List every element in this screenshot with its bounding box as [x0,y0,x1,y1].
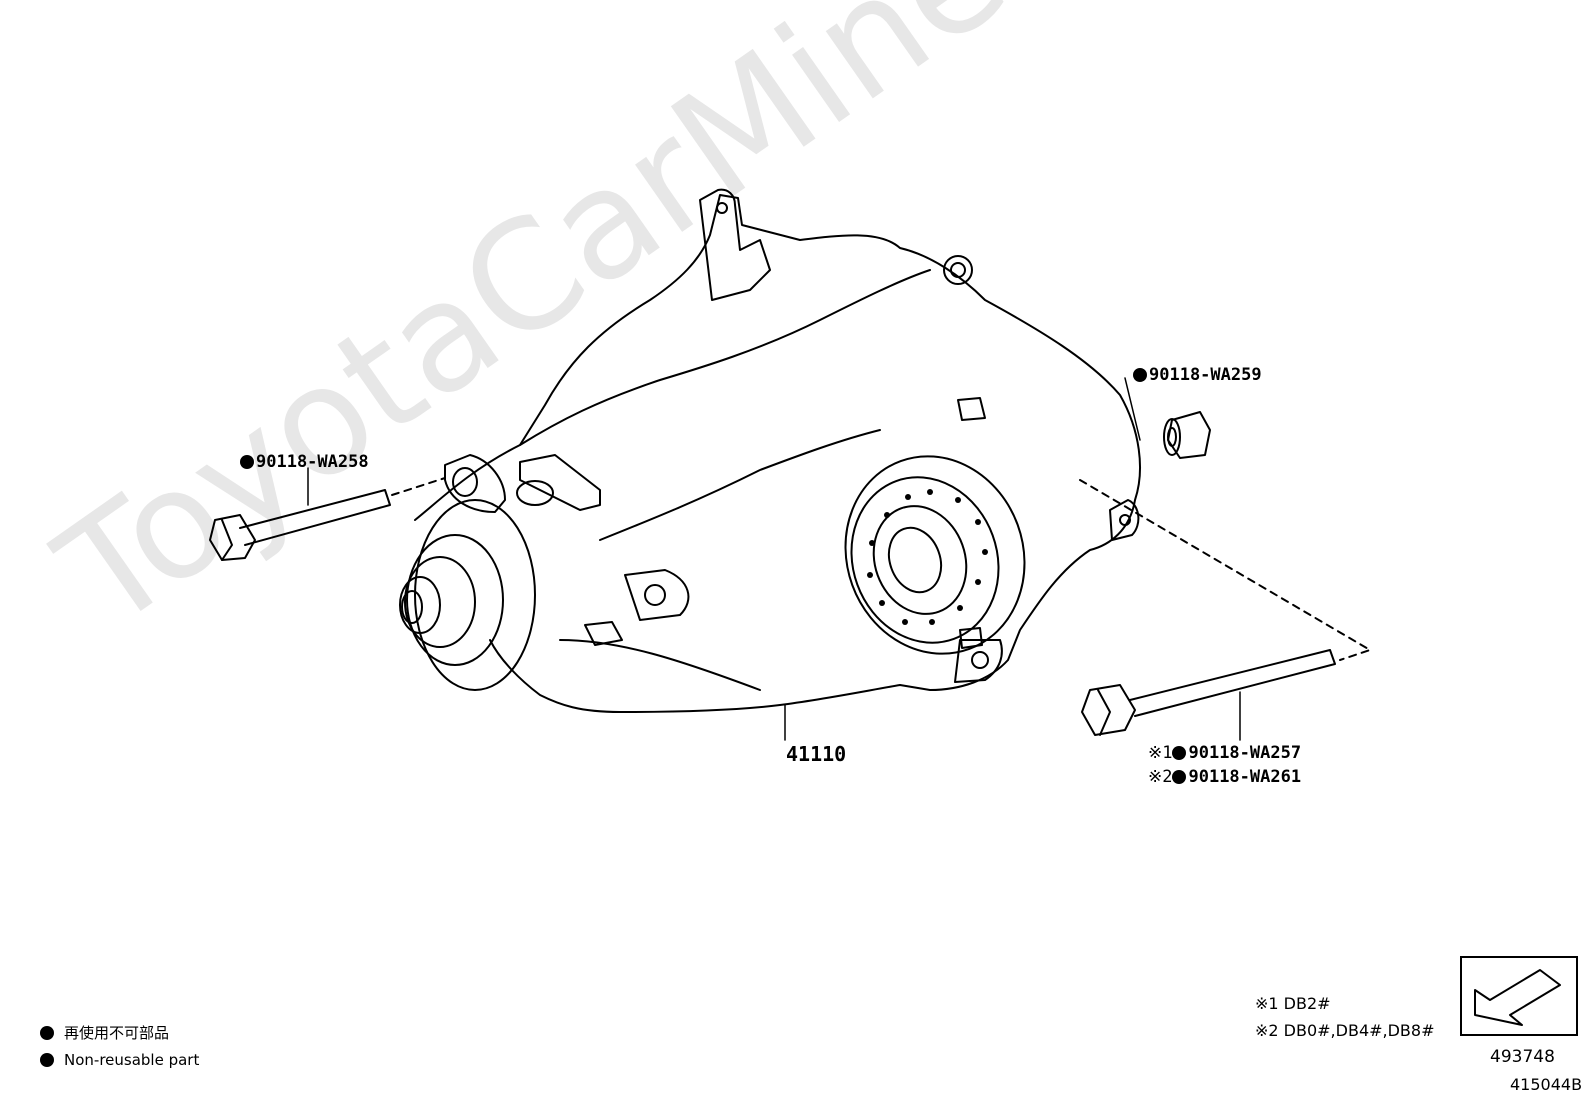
part-number: 90118-WA257 [1188,743,1302,763]
non-reusable-dot-icon [240,455,254,469]
part-label-bolt-left[interactable]: 90118-WA258 [240,452,369,472]
lower-left-mount [624,569,690,621]
housing-lower-rib [559,639,761,691]
legend-en-text: Non-reusable part [64,1051,200,1069]
top-bracket [699,188,771,301]
non-reusable-dot-icon [40,1026,54,1040]
part-label-41110[interactable]: 41110 [786,742,847,766]
non-reusable-dot-icon [40,1053,54,1067]
cast-pad-2 [584,621,623,646]
non-reusable-dot-icon [1172,746,1187,760]
pinion-flange-ring [404,556,476,648]
output-flange-mid [850,476,1000,644]
reference-number: 493748 [1490,1047,1555,1067]
non-reusable-dot-icon [1172,770,1187,784]
bolt-left-drawing [209,489,391,561]
direction-arrow-icon [1474,969,1561,1026]
cast-pad-1 [957,397,986,421]
housing-mid-rib [599,429,881,541]
left-mount-block [519,454,601,511]
bolt-right-drawing [1081,649,1336,736]
part-number: 90118-WA259 [1149,365,1262,385]
part-label-nut-right[interactable]: 90118-WA259 [1133,365,1262,385]
part-label-bolt-right-1[interactable]: ※1 90118-WA257 [1148,743,1301,763]
bolt-left-dashline [391,477,446,496]
note-mark: ※1 [1148,743,1173,763]
left-mount-hole [452,467,478,497]
breather-plug-inner [950,262,966,278]
rear-mount-hole [1119,514,1131,526]
footnote-2: ※2 DB0#,DB4#,DB8# [1255,1021,1435,1040]
left-mount-boss [516,480,554,506]
legend-ja-text: 再使用不可部品 [64,1024,170,1042]
rear-mount-ear [1109,499,1140,541]
direction-box [1460,956,1578,1036]
part-label-bolt-right-2[interactable]: ※2 90118-WA261 [1148,767,1301,787]
output-flange-outer [844,455,1026,655]
housing-outline [414,194,1141,713]
bolt-right-dashline [1079,479,1371,661]
output-flange-bore [887,526,943,594]
top-bracket-hole [716,202,728,214]
part-number: 90118-WA261 [1188,767,1302,787]
leader-nut-right [1124,377,1141,441]
legend-en: Non-reusable part [40,1051,199,1069]
legend-ja: 再使用不可部品 [40,1024,169,1042]
pinion-spline-core [401,590,423,624]
note-mark: ※2 [1148,767,1173,787]
lower-right-mount-hole [971,651,989,669]
part-number: 90118-WA258 [256,452,369,472]
non-reusable-dot-icon [1133,368,1147,382]
pinion-flange-outer [406,534,504,666]
pinion-seal-plate [414,499,536,691]
footnote-1: ※1 DB2# [1255,994,1331,1013]
figure-code: 415044B [1510,1075,1583,1094]
breather-plug [943,255,973,285]
cast-pad-3 [959,627,983,649]
flange-bolt-holes [867,489,988,625]
nut-right-drawing [1163,411,1211,459]
pinion-spline [399,576,441,634]
lower-left-mount-hole [644,584,666,606]
output-flange-inner [872,505,968,615]
left-mount-ear [444,454,506,513]
lower-right-mount [954,639,1003,683]
housing-upper-rib [519,269,931,446]
